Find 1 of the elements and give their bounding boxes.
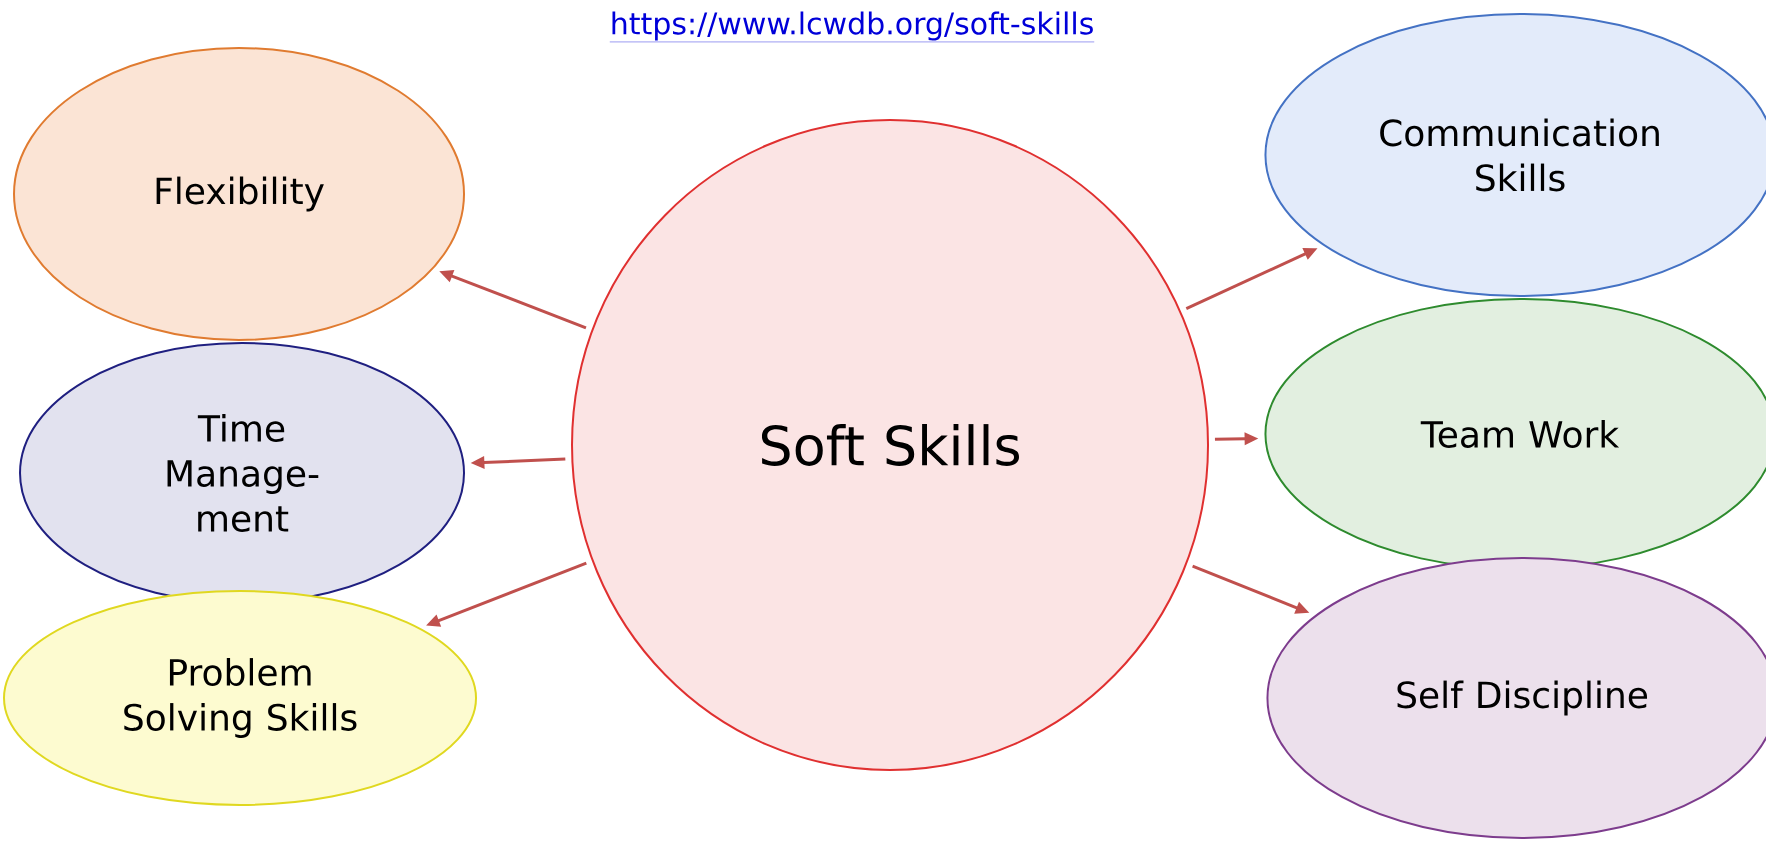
link-text: https://www.lcwdb.org/soft-skills <box>609 11 1095 43</box>
